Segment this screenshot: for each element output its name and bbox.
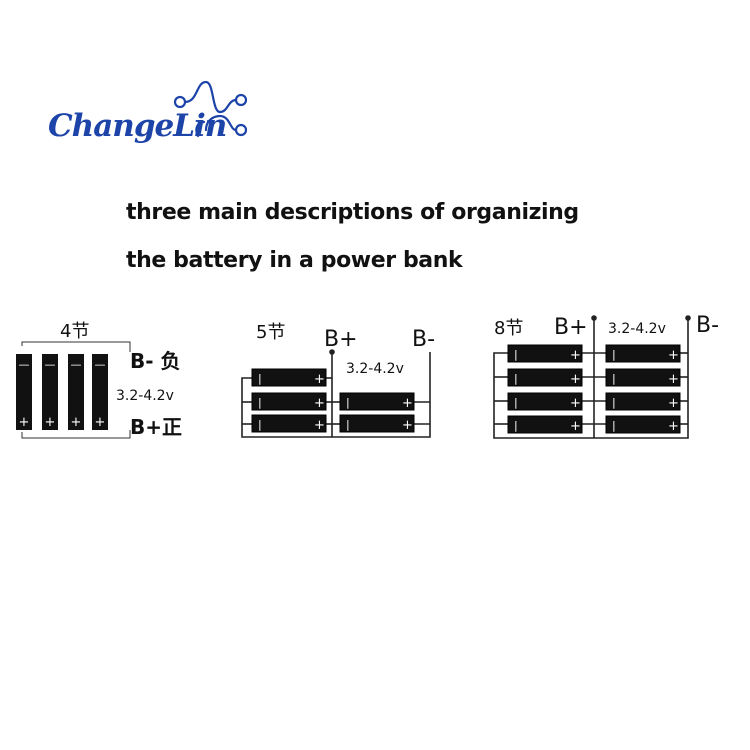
diagram-four-cell-cell-1: —+ — [16, 354, 32, 430]
plus-terminal: + — [668, 348, 679, 363]
diagram-eight-cell-cell-3: |+ — [507, 392, 583, 411]
headline-line-2: the battery in a power bank — [126, 248, 463, 273]
minus-terminal: | — [258, 396, 262, 409]
minus-terminal: | — [514, 372, 518, 385]
diagram-five-cell-cell-3: |+ — [251, 414, 327, 433]
minus-terminal: | — [612, 419, 616, 432]
diagram-five-cell-count-label: 5节 — [256, 322, 285, 343]
diagram-five-cell-cell-5: |+ — [339, 414, 415, 433]
diagram-eight-cell-cell-7: |+ — [605, 392, 681, 411]
plus-terminal: + — [402, 396, 413, 411]
diagram-eight-cell-negative-label: B- — [696, 313, 719, 338]
diagram-five-cell-cell-2: |+ — [251, 392, 327, 411]
plus-terminal: + — [19, 415, 30, 430]
diagram-eight-cell-cell-5: |+ — [605, 344, 681, 363]
minus-terminal: | — [514, 396, 518, 409]
diagram-five-cell: 5节 B+ B- 3.2-4.2v |+|+|+|+|+ — [241, 322, 435, 438]
minus-terminal: | — [612, 348, 616, 361]
brand-logo: ChangeLin — [48, 72, 268, 158]
diagram-four-cell-count-label: 4节 — [60, 321, 89, 342]
diagram-four-cell-cell-3: —+ — [68, 354, 84, 430]
diagram-five-cell-negative-label: B- — [412, 327, 435, 352]
minus-terminal: — — [71, 358, 82, 371]
plus-terminal: + — [570, 372, 581, 387]
plus-terminal: + — [402, 418, 413, 433]
plus-terminal: + — [71, 415, 82, 430]
diagram-eight-cell-cell-4: |+ — [507, 415, 583, 434]
plus-terminal: + — [668, 419, 679, 434]
minus-terminal: | — [612, 372, 616, 385]
diagram-five-cell-cell-4: |+ — [339, 392, 415, 411]
diagram-four-cell-negative-label: B- 负 — [130, 349, 181, 373]
plus-terminal: + — [570, 419, 581, 434]
minus-terminal: | — [514, 419, 518, 432]
minus-terminal: — — [95, 358, 106, 371]
plus-terminal: + — [668, 396, 679, 411]
plus-terminal: + — [45, 415, 56, 430]
diagram-four-cell-positive-label: B+正 — [130, 415, 182, 439]
minus-terminal: | — [346, 396, 350, 409]
minus-terminal: — — [19, 358, 30, 371]
plus-terminal: + — [570, 396, 581, 411]
diagram-eight-cell-cell-1: |+ — [507, 344, 583, 363]
diagram-eight-cell-cell-2: |+ — [507, 368, 583, 387]
diagram-four-cell-cell-4: —+ — [92, 354, 108, 430]
diagram-four-cell-voltage-label: 3.2-4.2v — [116, 388, 174, 404]
diagram-five-cell-cell-1: |+ — [251, 368, 327, 387]
plus-terminal: + — [314, 396, 325, 411]
minus-terminal: | — [346, 418, 350, 431]
diagram-four-cell-cell-2: —+ — [42, 354, 58, 430]
diagram-five-cell-positive-label: B+ — [324, 327, 358, 352]
plus-terminal: + — [314, 372, 325, 387]
headline-line-1: three main descriptions of organizing — [126, 200, 579, 225]
diagram-five-cell-voltage-label: 3.2-4.2v — [346, 361, 404, 377]
minus-terminal: | — [258, 372, 262, 385]
minus-terminal: | — [514, 348, 518, 361]
plus-terminal: + — [570, 348, 581, 363]
plus-terminal: + — [314, 418, 325, 433]
diagram-eight-cell: 8节 B+ 3.2-4.2v B- |+|+|+|+|+|+|+|+ — [493, 313, 719, 439]
circuit-nodes-icon — [173, 80, 248, 138]
minus-terminal: — — [45, 358, 56, 371]
diagram-eight-cell-count-label: 8节 — [494, 318, 523, 339]
diagram-eight-cell-positive-label: B+ — [554, 315, 588, 340]
plus-terminal: + — [95, 415, 106, 430]
diagram-four-cell: 4节 —+—+—+—+ B- 负 3.2-4.2v B+正 — [16, 321, 182, 439]
diagram-eight-cell-voltage-label: 3.2-4.2v — [608, 321, 666, 337]
diagram-eight-cell-cell-8: |+ — [605, 415, 681, 434]
minus-terminal: | — [612, 396, 616, 409]
brand-name: ChangeLin — [48, 108, 227, 144]
plus-terminal: + — [668, 372, 679, 387]
minus-terminal: | — [258, 418, 262, 431]
diagram-eight-cell-cell-6: |+ — [605, 368, 681, 387]
